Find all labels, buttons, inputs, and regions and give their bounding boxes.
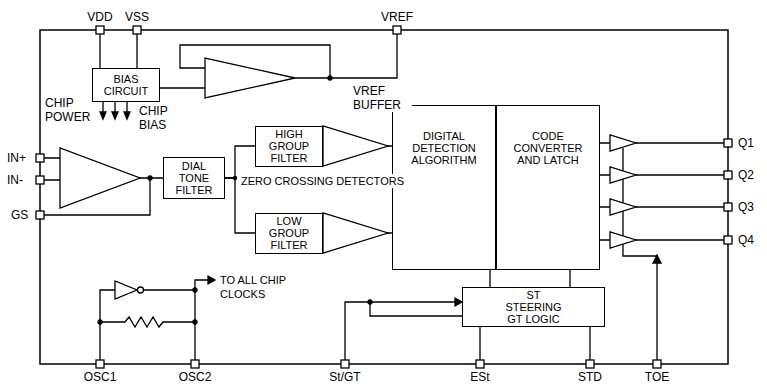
junction-dot [233, 176, 237, 180]
junction-dot [98, 320, 102, 324]
signal-note: TO ALL CHIP CLOCKS [219, 273, 301, 301]
pin [96, 360, 104, 368]
arrow-head [124, 112, 130, 119]
pin-name: VREF [380, 10, 414, 24]
box-label: DIGITAL DETECTION ALGORITHM [397, 130, 491, 166]
pin [586, 360, 594, 368]
comparator [323, 126, 388, 166]
arrow-head [112, 112, 118, 119]
chip-outline [40, 30, 728, 364]
pin-name: OSC1 [83, 370, 118, 384]
logic-box: DIGITAL DETECTION ALGORITHM [392, 105, 496, 270]
block-name: ZERO CROSSING DETECTORS [240, 174, 405, 188]
arrow-head [100, 112, 106, 119]
pin-name: St/GT [328, 370, 361, 384]
input-amplifier [60, 148, 140, 208]
pin-name: Q4 [737, 233, 755, 247]
wire [345, 302, 456, 360]
buffer-amplifier [205, 58, 295, 98]
box-label: CODE CONVERTER AND LATCH [501, 130, 595, 166]
arrow-head [455, 298, 462, 306]
pin-name: VDD [86, 10, 113, 24]
junction-dot [148, 176, 152, 180]
output-buffer [610, 232, 636, 248]
pin [724, 139, 732, 147]
junction-dot [233, 176, 237, 180]
pin-name: OSC2 [178, 370, 213, 384]
pin-name: VSS [124, 10, 150, 24]
pin-name: ESt [469, 370, 490, 384]
box-label: DIAL TONE FILTER [168, 160, 220, 196]
wire [600, 143, 724, 240]
pin [476, 360, 484, 368]
pin [191, 360, 199, 368]
pin [724, 236, 732, 244]
pin [133, 26, 141, 34]
junction-dot [193, 320, 197, 324]
box-label: HIGH GROUP FILTER [260, 128, 318, 164]
junction-dot [193, 288, 197, 292]
comparator [323, 213, 388, 253]
pin [36, 211, 44, 219]
pin-name: STD [577, 370, 603, 384]
pin [724, 203, 732, 211]
junction-dot [328, 76, 332, 80]
logic-box: ST STEERING GT LOGIC [462, 287, 605, 327]
pin-name: Q3 [737, 200, 755, 214]
pin [341, 360, 349, 368]
filter-box: HIGH GROUP FILTER [255, 126, 323, 167]
pin-name: GS [10, 208, 29, 222]
inverter-bubble [138, 287, 144, 293]
junction-dot [368, 300, 372, 304]
output-buffer [610, 167, 636, 183]
box-label: LOW GROUP FILTER [260, 215, 318, 251]
enable-wire [623, 148, 657, 360]
block-name: VREF BUFFER [352, 84, 412, 112]
pin [36, 154, 44, 162]
pin-name: Q2 [737, 168, 755, 182]
box-label: BIAS CIRCUIT [97, 73, 155, 97]
bias-box: BIAS CIRCUIT [92, 68, 160, 102]
box-label: ST STEERING GT LOGIC [497, 289, 570, 325]
output-buffer [610, 199, 636, 215]
signal-line [489, 270, 490, 287]
pin [724, 171, 732, 179]
inverter-symbol [115, 281, 137, 299]
filter-box: DIAL TONE FILTER [163, 157, 225, 199]
wire [480, 324, 590, 360]
wire [100, 280, 209, 360]
pin-name: IN+ [6, 151, 27, 165]
pin [653, 360, 661, 368]
signal-line [569, 270, 570, 287]
pin [36, 176, 44, 184]
signal-note: CHIP POWER [44, 96, 88, 124]
signal-note: CHIP BIAS [138, 104, 178, 132]
wire [160, 87, 205, 88]
pin-name: TOE [644, 370, 670, 384]
output-buffer [610, 135, 636, 151]
resistor-symbol [100, 317, 195, 327]
filter-box: LOW GROUP FILTER [255, 213, 323, 254]
arrow-head [653, 255, 661, 263]
pin [393, 26, 401, 34]
pin [96, 26, 104, 34]
wire [370, 302, 462, 316]
pin-name: IN- [6, 173, 24, 187]
pin-name: Q1 [737, 136, 755, 150]
wire [100, 34, 137, 68]
wire [295, 34, 397, 78]
arrow-head [208, 276, 215, 284]
logic-box: CODE CONVERTER AND LATCH [496, 105, 600, 270]
